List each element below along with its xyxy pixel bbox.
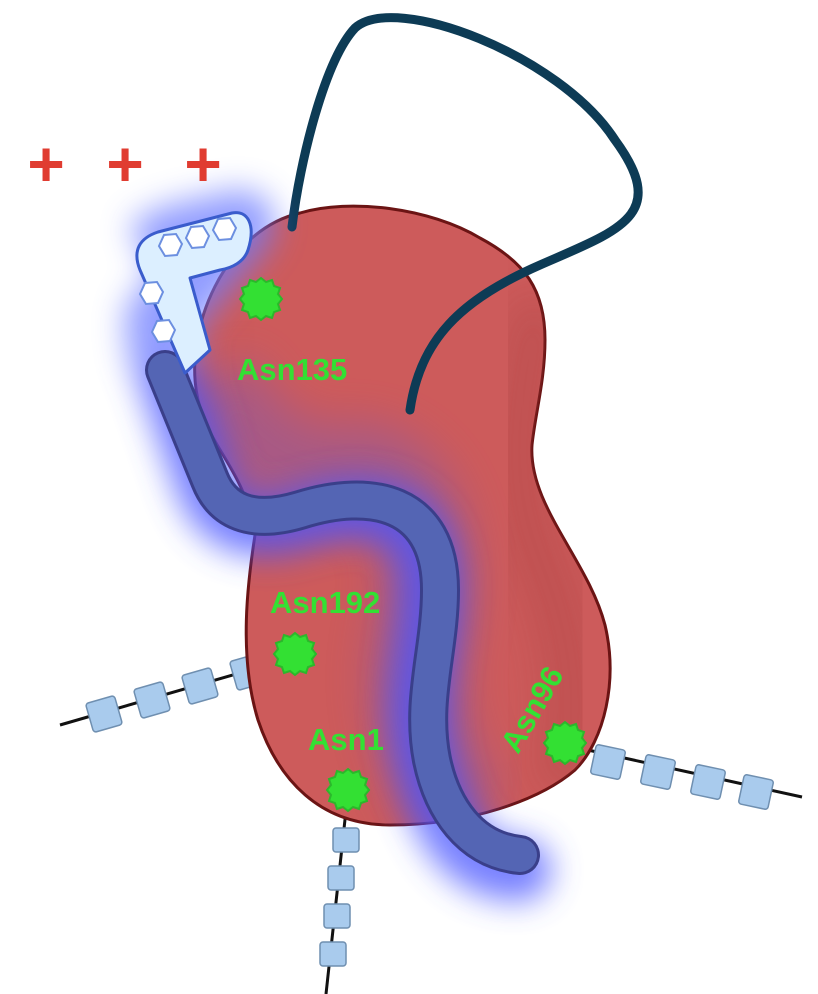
label-asn192: Asn192: [270, 585, 380, 620]
plus-sign-2: +: [106, 128, 143, 200]
label-asn1: Asn1: [308, 722, 384, 757]
glycan-chain-asn96: [565, 744, 802, 810]
glycan-chain-asn1: [320, 792, 359, 994]
label-asn135: Asn135: [237, 352, 347, 387]
plus-sign-3: +: [184, 128, 221, 200]
plus-sign-1: +: [27, 128, 64, 200]
charge-group: + + +: [27, 128, 221, 200]
